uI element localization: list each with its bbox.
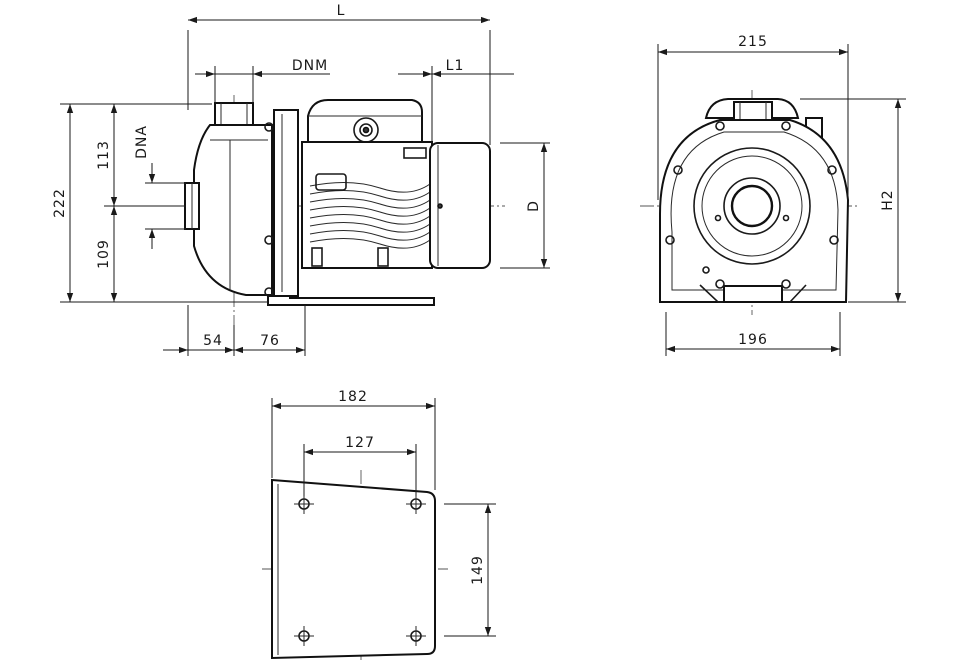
dimension-label-76: 76 xyxy=(260,333,280,349)
dimension-label-182: 182 xyxy=(338,389,368,405)
dimension-label-l1: L1 xyxy=(446,58,465,74)
side-view: L DNM L1 222 113 109 DNA xyxy=(52,3,550,356)
dimension-label-54: 54 xyxy=(203,333,223,349)
front-view: 215 H2 196 xyxy=(640,34,906,356)
dimension-label-215: 215 xyxy=(738,34,768,50)
volute-casing xyxy=(659,119,850,303)
dimension-label-222: 222 xyxy=(52,188,68,218)
dimension-label-dnm: DNM xyxy=(292,58,328,74)
foot-view: 182 127 149 xyxy=(262,389,496,662)
dimension-label-109: 109 xyxy=(96,239,112,269)
dimension-label-d: D xyxy=(526,200,542,212)
terminal-box xyxy=(307,99,423,143)
motor-body xyxy=(301,141,433,269)
dimension-label-h2: H2 xyxy=(880,189,896,210)
mounting-flange xyxy=(273,109,299,297)
dimension-label-dna: DNA xyxy=(134,125,150,159)
dimension-label-113: 113 xyxy=(96,140,112,170)
pump-casing xyxy=(193,124,273,296)
fan-cover xyxy=(429,142,491,269)
foot-plate-outline xyxy=(271,478,436,660)
mounting-hole xyxy=(294,494,314,514)
mounting-hole xyxy=(406,626,426,646)
inlet-bore xyxy=(730,184,774,228)
mounting-hole xyxy=(294,626,314,646)
mounting-hole xyxy=(406,494,426,514)
dimension-label-196: 196 xyxy=(738,332,768,348)
foot-plate xyxy=(267,295,435,306)
front-ring-outer xyxy=(693,147,811,265)
dimension-label-l: L xyxy=(337,3,346,19)
dimension-label-149: 149 xyxy=(470,555,486,585)
dimension-label-127: 127 xyxy=(345,435,375,451)
